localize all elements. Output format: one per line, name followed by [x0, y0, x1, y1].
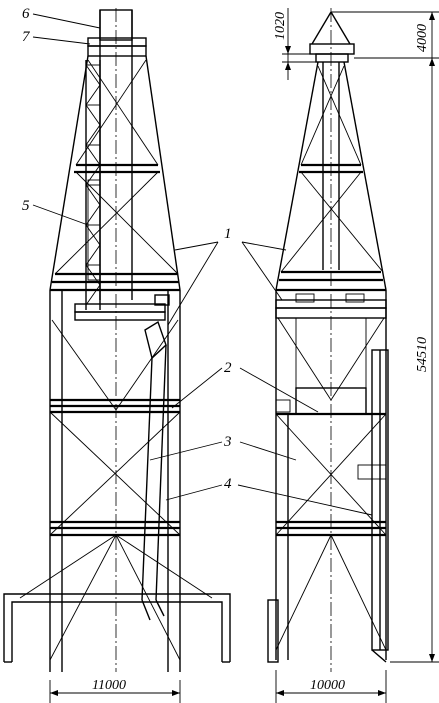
callout-6: 6	[22, 6, 30, 22]
dim-right-width: 10000	[310, 678, 345, 693]
dimension-labels: 11000 10000 54510 4000 1020	[92, 12, 430, 693]
callout-2: 2	[224, 360, 232, 376]
dim-offset: 1020	[273, 12, 288, 40]
callout-5: 5	[22, 198, 30, 214]
callout-3: 3	[223, 434, 232, 450]
callout-labels: 6 7 5 1 2 3 4	[22, 6, 232, 492]
callout-4: 4	[224, 476, 232, 492]
dim-top-cap: 4000	[415, 24, 430, 52]
dim-left-width: 11000	[92, 678, 126, 693]
right-elevation-view	[237, 8, 439, 703]
callout-7: 7	[22, 29, 31, 45]
left-elevation-view	[3, 8, 231, 703]
dim-total-height: 54510	[415, 337, 430, 372]
callout-1: 1	[224, 226, 232, 242]
